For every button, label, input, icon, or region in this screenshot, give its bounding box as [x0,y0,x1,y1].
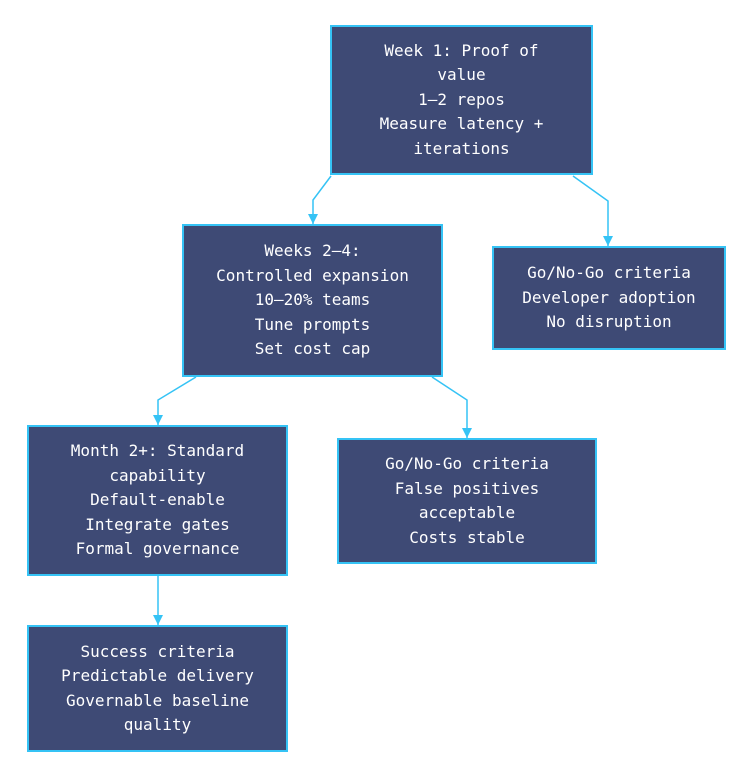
node-label: Go/No-Go criteria Developer adoption No … [522,263,696,332]
node-label: Weeks 2—4: Controlled expansion 10—20% t… [216,241,409,359]
node-success-criteria: Success criteria Predictable delivery Go… [27,625,288,752]
edge-week1-to-weeks2-4 [308,175,332,224]
node-weeks2-4-controlled-expansion: Weeks 2—4: Controlled expansion 10—20% t… [182,224,443,377]
edge-week1-to-gonogo-pilot [572,175,613,246]
node-label: Go/No-Go criteria False positives accept… [385,454,549,547]
node-gonogo-criteria-expansion: Go/No-Go criteria False positives accept… [337,438,597,564]
edge-weeks2-4-to-month2 [153,376,197,425]
node-week1-proof-of-value: Week 1: Proof of value 1—2 repos Measure… [330,25,593,175]
node-label: Success criteria Predictable delivery Go… [61,641,254,735]
node-month2-standard-capability: Month 2+: Standard capability Default-en… [27,425,288,576]
node-label: Week 1: Proof of value 1—2 repos Measure… [379,40,544,158]
node-label: Month 2+: Standard capability Default-en… [70,441,245,559]
edge-weeks2-4-to-gonogo-exp [431,376,472,438]
node-gonogo-criteria-pilot: Go/No-Go criteria Developer adoption No … [492,246,726,350]
